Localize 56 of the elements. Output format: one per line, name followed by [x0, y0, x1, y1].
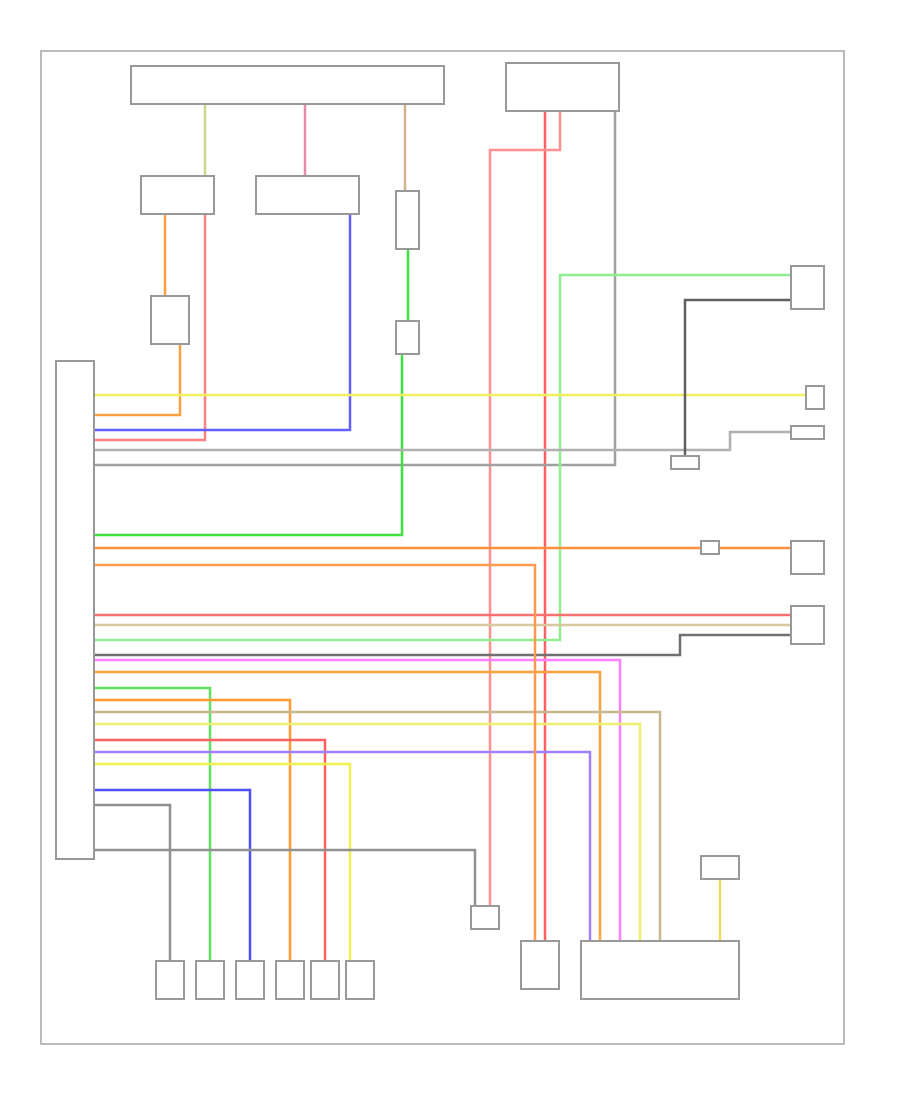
- wire: [95, 393, 805, 397]
- wire: [95, 788, 252, 960]
- sensor-box: [345, 960, 375, 1000]
- connector-box: [790, 605, 825, 645]
- connector-box: [520, 940, 560, 990]
- fuse-box: [505, 62, 620, 112]
- wire: [95, 750, 592, 940]
- connector-box: [470, 905, 500, 930]
- connector-box: [790, 540, 825, 575]
- wire: [163, 215, 167, 295]
- ground-terminal: [700, 855, 740, 880]
- wire: [95, 273, 790, 642]
- wire: [95, 345, 182, 417]
- fuse-box: [130, 65, 445, 105]
- wire: [95, 698, 292, 960]
- wire: [720, 546, 790, 550]
- wire: [488, 112, 562, 905]
- wire: [406, 250, 410, 320]
- wire: [683, 298, 790, 455]
- wire: [543, 112, 547, 940]
- wire: [95, 546, 700, 550]
- connector-box: [790, 265, 825, 310]
- wire: [95, 803, 172, 960]
- relay-box: [255, 175, 360, 215]
- wire: [95, 848, 477, 905]
- sensor-box: [155, 960, 185, 1000]
- diode-box: [395, 320, 420, 355]
- wire: [303, 105, 307, 175]
- connector-box: [790, 425, 825, 440]
- control-module-box: [55, 360, 95, 860]
- wire: [95, 215, 207, 442]
- wire: [95, 355, 404, 537]
- wire: [203, 105, 207, 175]
- wire: [95, 633, 790, 657]
- wire: [95, 623, 790, 627]
- sensor-box: [195, 960, 225, 1000]
- wire: [95, 613, 790, 617]
- switch-box: [395, 190, 420, 250]
- wire: [95, 563, 537, 940]
- relay-box: [140, 175, 215, 215]
- wire: [718, 880, 722, 940]
- connector-box: [700, 540, 720, 555]
- transmission-housing: [580, 940, 740, 1000]
- switch-box: [235, 960, 265, 1000]
- switch-box: [310, 960, 340, 1000]
- wire: [95, 738, 327, 960]
- ground-terminal: [670, 455, 700, 470]
- relay-box: [150, 295, 190, 345]
- wire: [95, 215, 352, 432]
- sensor-box: [275, 960, 305, 1000]
- wire: [403, 105, 407, 190]
- wire: [95, 430, 790, 452]
- sensor-box: [805, 385, 825, 410]
- wire: [95, 112, 617, 467]
- wire: [95, 686, 212, 960]
- wire: [95, 762, 352, 960]
